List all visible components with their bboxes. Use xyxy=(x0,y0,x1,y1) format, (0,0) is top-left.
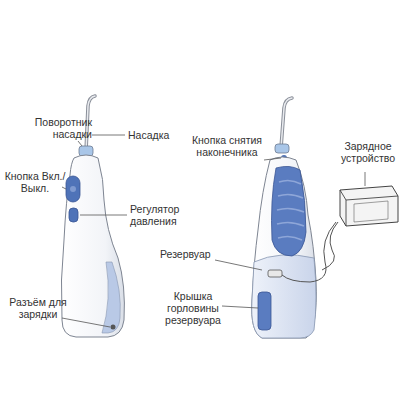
part-label: Разъём для зарядки xyxy=(6,296,70,320)
part-label: Резервуар xyxy=(160,248,230,260)
leader-lines xyxy=(62,135,365,327)
part-label: Кнопка снятия наконечника xyxy=(186,134,268,158)
part-label: Кнопка Вкл./Выкл. xyxy=(4,170,66,194)
part-label: Крышка горловины резервуара xyxy=(160,290,226,326)
charger xyxy=(268,186,398,282)
part-label: Насадка xyxy=(128,129,198,141)
part-label: Поворотник насадки xyxy=(12,116,92,140)
part-label: Зарядное устройство xyxy=(326,140,410,164)
part-label: Регулятор давления xyxy=(130,203,198,227)
